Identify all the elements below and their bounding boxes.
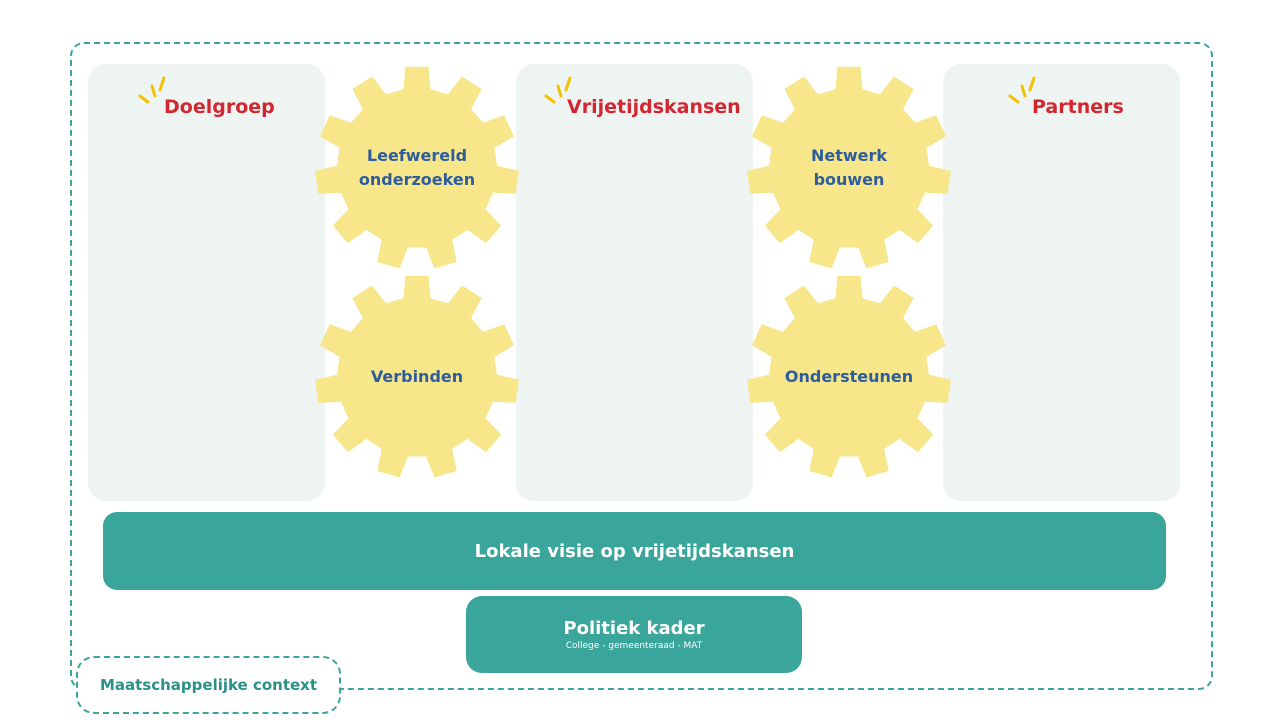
column-vrijetijdskansen bbox=[516, 64, 753, 501]
gear-netwerk-bouwen: Netwerk bouwen bbox=[744, 63, 954, 273]
gear-label: Leefwereld onderzoeken bbox=[358, 146, 476, 189]
outer-context-frame bbox=[70, 42, 1213, 690]
politiek-kader-box: Politiek kader College - gemeenteraad - … bbox=[466, 596, 802, 673]
context-label-box: Maatschappelijke context bbox=[76, 656, 341, 714]
context-label: Maatschappelijke context bbox=[99, 676, 318, 694]
spark-icon bbox=[544, 76, 572, 104]
politiek-kader-subtitle: College - gemeenteraad - MAT bbox=[565, 640, 703, 651]
gear-shape bbox=[747, 66, 951, 269]
spark-icon bbox=[1008, 76, 1036, 104]
vision-bar-label: Lokale visie op vrijetijdskansen bbox=[474, 540, 795, 562]
column-title-partners: Partners bbox=[1032, 96, 1124, 118]
gear-shape bbox=[747, 275, 951, 478]
gear-icon bbox=[315, 66, 519, 269]
gear-label: Ondersteunen bbox=[784, 367, 914, 386]
column-doelgroep bbox=[88, 64, 325, 501]
gear-icon bbox=[747, 66, 951, 269]
politiek-kader-title: Politiek kader bbox=[563, 617, 705, 639]
column-partners bbox=[943, 64, 1180, 501]
column-title-vrijetijdskansen: Vrijetijdskansen bbox=[567, 96, 741, 118]
gear-icon bbox=[315, 275, 519, 478]
spark-icon bbox=[138, 76, 166, 104]
vision-bar: Lokale visie op vrijetijdskansen bbox=[103, 512, 1166, 590]
gear-shape bbox=[315, 275, 519, 478]
gear-ondersteunen: Ondersteunen bbox=[744, 272, 954, 482]
gear-verbinden: Verbinden bbox=[312, 272, 522, 482]
gear-label: Netwerk bouwen bbox=[810, 146, 888, 189]
gear-leefwereld-onderzoeken: Leefwereld onderzoeken bbox=[312, 63, 522, 273]
column-title-doelgroep: Doelgroep bbox=[164, 96, 275, 118]
gear-shape bbox=[315, 66, 519, 269]
gear-icon bbox=[747, 275, 951, 478]
gear-label: Verbinden bbox=[370, 367, 464, 386]
